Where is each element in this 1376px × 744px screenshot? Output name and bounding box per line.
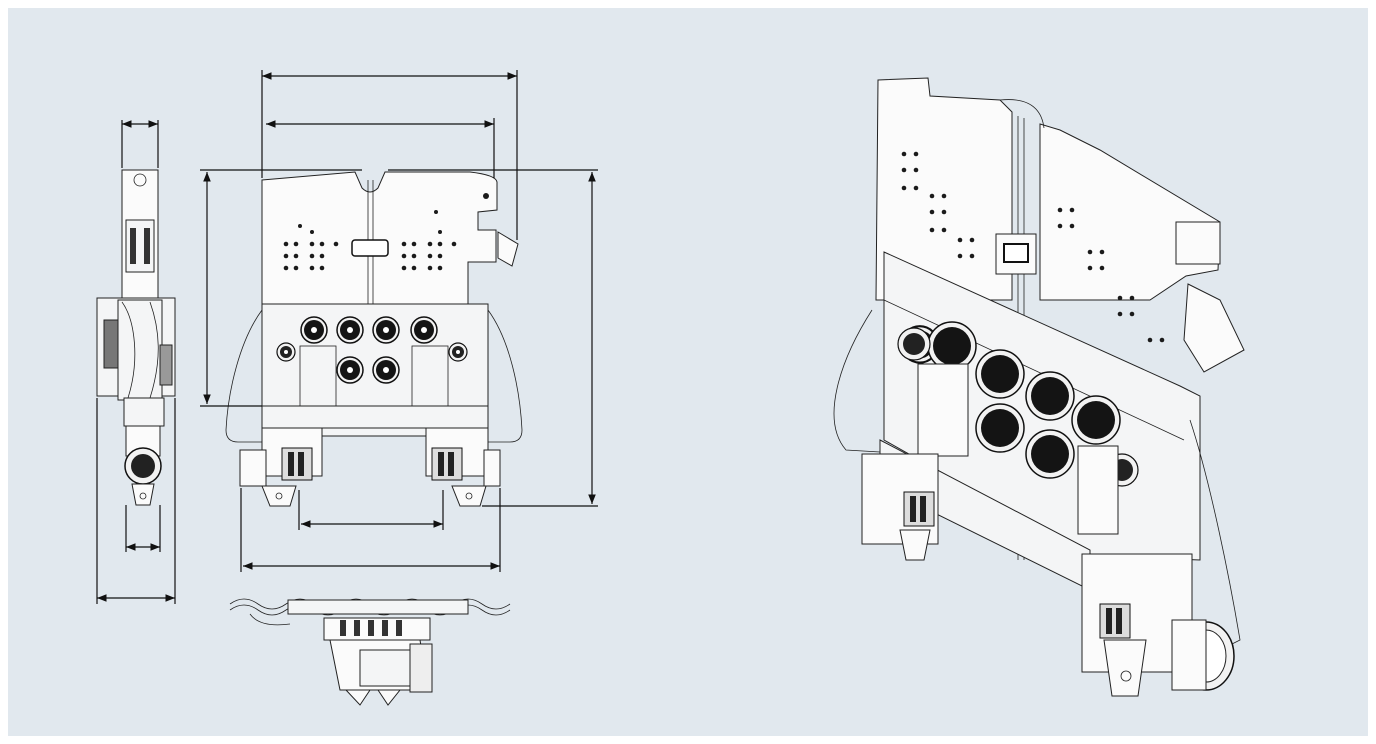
- front-view-dimensions: [200, 70, 598, 572]
- bottom-view: [229, 598, 511, 706]
- plate-holes: [283, 210, 457, 271]
- iso-plate-holes: [901, 151, 1165, 343]
- isometric-view: [833, 77, 1245, 697]
- front-view: [225, 171, 523, 507]
- side-view-dimensions: [96, 120, 176, 604]
- side-view: [96, 169, 176, 506]
